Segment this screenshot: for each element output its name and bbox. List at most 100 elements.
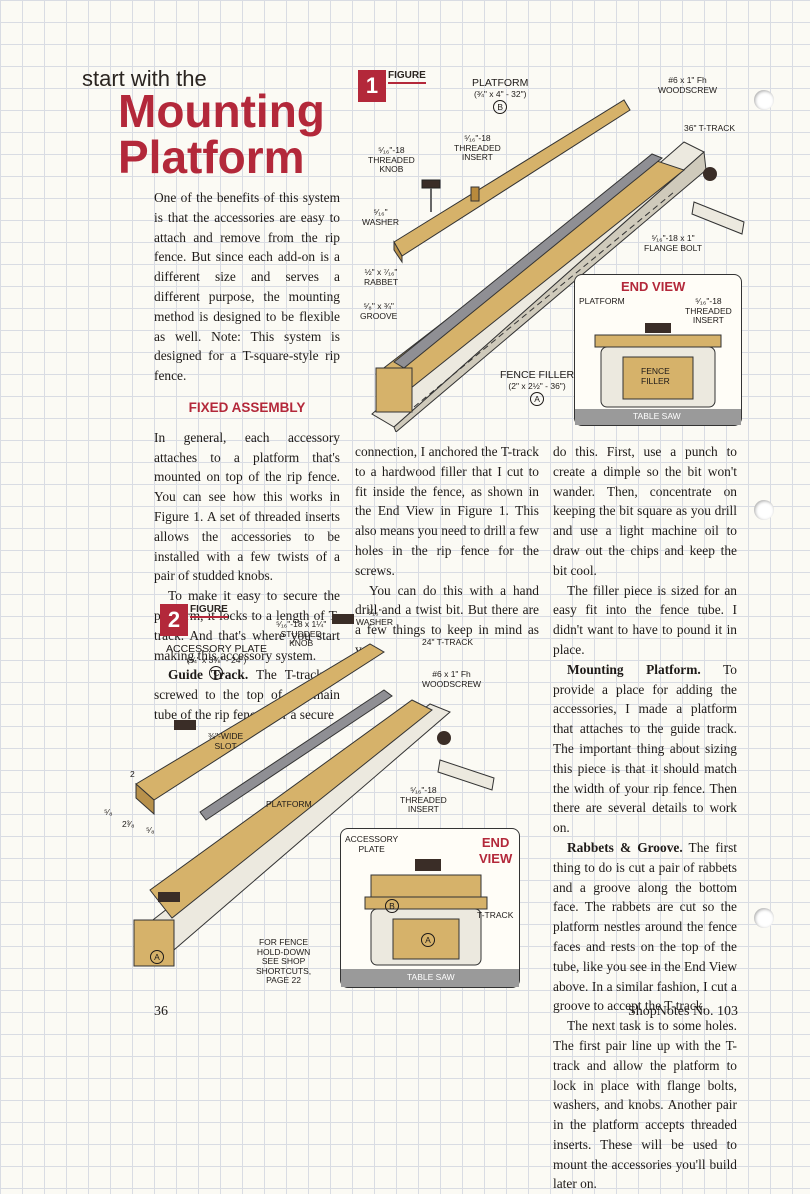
- part-letter-badge: B: [493, 100, 508, 114]
- label-threaded-insert: ⁵⁄₁₆"-18 THREADED INSERT: [454, 133, 501, 162]
- figure-1-tag: 1: [358, 70, 386, 102]
- magazine-issue: ShopNotes No. 103: [628, 1004, 739, 1019]
- paragraph: The next task is to some holes. The firs…: [553, 1018, 737, 1192]
- end-view-inset-1: END VIEW PLATFORM ⁵⁄₁₆"-18 THREADED INSE…: [574, 274, 742, 426]
- label-flange-bolt: ⁵⁄₁₆"-18 x 1" FLANGE BOLT: [644, 233, 702, 253]
- binder-hole-top: [754, 90, 774, 110]
- binder-hole-bottom: [754, 908, 774, 928]
- t-track: [199, 689, 393, 821]
- figure-2-word: FIGURE: [190, 604, 228, 618]
- fence-end-cap: [703, 167, 717, 181]
- studded-knob: [174, 720, 196, 730]
- label-washer: ⁵⁄₁₆" WASHER: [356, 607, 393, 627]
- end-view-platform: [594, 334, 722, 348]
- label-platform: PLATFORM (¾" x 4" - 32") B: [472, 78, 528, 114]
- end-view-platform: [364, 896, 488, 910]
- label-text: FENCE FILLER: [500, 369, 575, 381]
- label-slot: ⅜"-WIDE SLOT: [208, 731, 244, 751]
- heading-kicker: start with the: [82, 66, 207, 91]
- platform-board: [149, 699, 433, 919]
- end-label-filler: FENCE FILLER: [641, 366, 670, 386]
- end-view-illustration: [575, 323, 741, 425]
- label-washer: ⁵⁄₁₆" WASHER: [362, 207, 399, 227]
- paragraph: Mounting Platform. To provide a place fo…: [553, 660, 737, 838]
- end-title-line: END: [481, 835, 510, 850]
- paragraph-text: The first thing to do is cut a pair of r…: [553, 839, 737, 1014]
- figure-2: 2 FIGURE ⁵⁄₁₆"-18 x 1¼" STUDDED KNOB ⁵⁄₁…: [100, 600, 546, 992]
- part-letter-badge: C: [209, 666, 224, 680]
- label-dims: (2" x 2½" - 36"): [508, 381, 566, 391]
- end-view-filler: [622, 356, 694, 400]
- end-label-insert: ⁵⁄₁₆"-18 THREADED INSERT: [685, 296, 732, 325]
- figure-2-illustration: [133, 614, 495, 967]
- title-line-2: Platform: [118, 131, 305, 183]
- text-column-2: connection, I anchored the T-track to a …: [355, 442, 539, 660]
- dim-2: 2: [130, 769, 135, 779]
- text-column-1: One of the benefits of this system is th…: [154, 188, 340, 725]
- threaded-insert: [470, 186, 480, 202]
- end-view-plate: [370, 874, 482, 898]
- label-woodscrew: #6 x 1" Fh WOODSCREW: [422, 669, 482, 689]
- text-column-3: do this. First, use a punch to create a …: [553, 442, 737, 1194]
- part-letter-badge: A: [530, 392, 545, 406]
- runin-rabbets-groove: Rabbets & Groove.: [567, 839, 683, 855]
- label-platform: PLATFORM: [266, 799, 312, 809]
- dim-2-3-8: 2³⁄₈: [122, 819, 135, 829]
- binder-hole-middle: [754, 500, 774, 520]
- hidden-line: [413, 191, 675, 408]
- label-dims: (¾" x 3⅝" - 24"): [186, 655, 247, 665]
- label-threaded-knob: ⁵⁄₁₆"-18 THREADED KNOB: [368, 145, 415, 174]
- label-rabbet: ½" x ⁷⁄₁₆" RABBET: [364, 267, 399, 287]
- end-label-saw: TABLE SAW: [407, 972, 455, 982]
- label-24-ttrack: 24" T-TRACK: [422, 637, 474, 647]
- end-view-inset-2: END VIEW ACCESSORY PLATE T-TRACK B A TAB…: [340, 828, 520, 988]
- paragraph: In general, each accessory attaches to a…: [154, 429, 340, 584]
- figure-2-tag: 2: [160, 604, 188, 636]
- label-36-ttrack: 36" T-TRACK: [684, 123, 736, 133]
- t-track: [393, 153, 663, 369]
- end-label-saw: TABLE SAW: [633, 411, 681, 421]
- filler-end-block: [375, 367, 413, 413]
- end-part-a: A: [421, 933, 435, 947]
- dim-5-8-b: ⁵⁄₈: [146, 825, 155, 835]
- label-threaded-insert: ⁵⁄₁₆"-18 THREADED INSERT: [400, 785, 447, 814]
- end-label-ttrack: T-TRACK: [477, 910, 514, 920]
- paragraph: To make it easy to secure the platform, …: [154, 588, 340, 663]
- end-view-filler: [392, 918, 460, 960]
- label-accessory-plate: ACCESSORY PLATE (¾" x 3⅝" - 24") C: [166, 644, 267, 680]
- end-label-plate: ACCESSORY PLATE: [345, 834, 399, 854]
- end-view-saw: [341, 969, 519, 987]
- page-title: Mounting Platform: [118, 88, 358, 180]
- label-hold-down: FOR FENCE HOLD-DOWN SEE SHOP SHORTCUTS, …: [256, 937, 312, 985]
- label-text: PLATFORM: [472, 77, 529, 89]
- title-line-1: Mounting: [118, 85, 325, 137]
- threaded-knob: [421, 179, 441, 189]
- label-dims: (¾" x 4" - 32"): [473, 89, 527, 99]
- platform-knob: [158, 892, 180, 902]
- end-view-title: END VIEW: [621, 279, 686, 294]
- label-studded-knob: ⁵⁄₁₆"-18 x 1¼" STUDDED KNOB: [276, 619, 327, 648]
- end-view-saw: [575, 409, 741, 425]
- end-view-knob: [415, 859, 441, 871]
- paragraph: You can do this with a hand drill and a …: [355, 582, 539, 657]
- runin-mounting-platform: Mounting Platform.: [567, 661, 701, 677]
- paragraph: Rabbets & Groove. The first thing to do …: [553, 838, 737, 1016]
- intro-paragraph: One of the benefits of this system is th…: [154, 190, 340, 384]
- part-letter-badge: A: [150, 950, 164, 964]
- figure-1-illustration: [371, 99, 745, 432]
- paragraph: connection, I anchored the T-track to a …: [355, 444, 539, 578]
- end-title-line: VIEW: [479, 851, 513, 866]
- end-label-platform: PLATFORM: [579, 296, 625, 306]
- end-view-title: END VIEW: [479, 835, 512, 867]
- accessory-plate-edge: [135, 782, 155, 816]
- figure-1: 1 FIGURE PLATFORM (¾" x 4" - 32") B #6 x…: [354, 62, 750, 432]
- paragraph: do this. First, use a punch to create a …: [553, 444, 737, 578]
- label-text: ACCESSORY PLATE: [166, 643, 267, 655]
- platform-board-edge: [393, 240, 403, 264]
- end-part-b: B: [385, 899, 399, 913]
- label-woodscrew: #6 x 1" Fh WOODSCREW: [658, 75, 718, 95]
- end-view-knob: [645, 323, 671, 333]
- fence-bracket: [437, 759, 495, 791]
- fence-bracket: [691, 201, 745, 235]
- figure-1-word: FIGURE: [388, 70, 426, 84]
